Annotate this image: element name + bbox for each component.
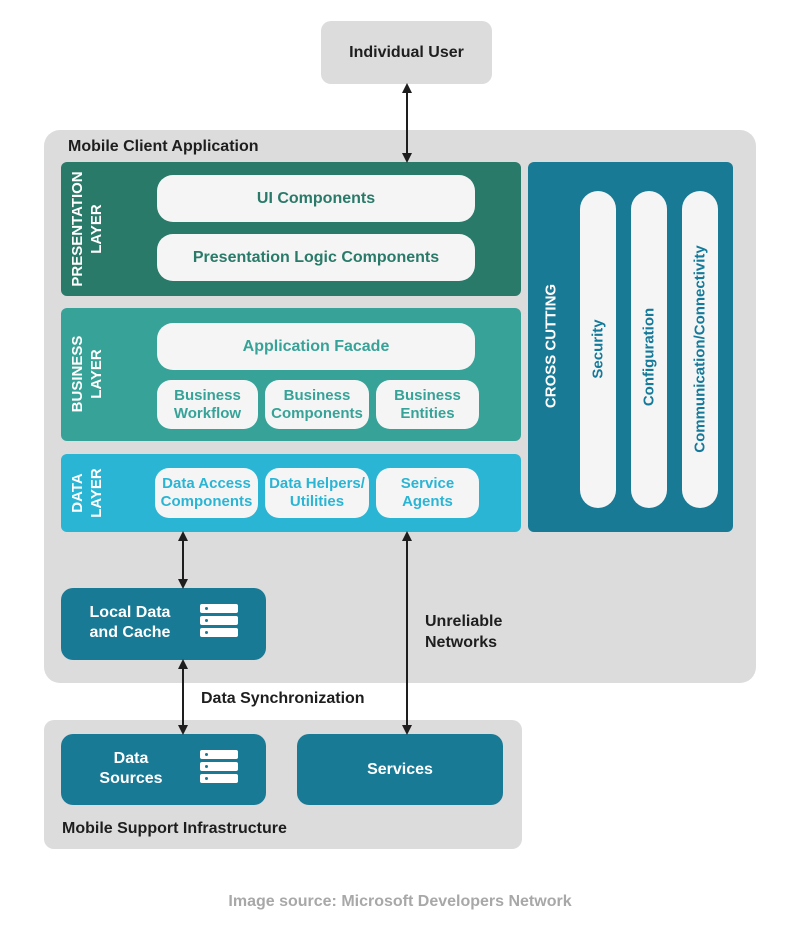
local-data-line2: and Cache bbox=[89, 624, 171, 641]
data-sources-line2: Sources bbox=[99, 770, 163, 787]
service-agents-line1: Service bbox=[400, 475, 455, 492]
application-facade: Application Facade bbox=[157, 323, 475, 370]
data-sync-label: Data Synchronization bbox=[201, 690, 365, 707]
individual-user-label: Individual User bbox=[349, 43, 464, 61]
data-sources-label: Data Sources bbox=[88, 749, 174, 789]
business-components-line2: Components bbox=[271, 404, 363, 422]
local-data-cache-label: Local Data and Cache bbox=[80, 603, 180, 643]
business-workflow-line2: Workflow bbox=[173, 404, 242, 422]
individual-user-box: Individual User bbox=[321, 21, 492, 84]
service-agents-line2: Agents bbox=[402, 493, 453, 510]
business-components-line1: Business bbox=[283, 386, 351, 404]
services-box: Services bbox=[297, 734, 503, 805]
ui-components-label: UI Components bbox=[256, 190, 376, 207]
support-infrastructure-title: Mobile Support Infrastructure bbox=[62, 820, 287, 837]
unreliable-line2: Networks bbox=[425, 634, 498, 651]
application-facade-label: Application Facade bbox=[242, 338, 390, 355]
data-sources-server-icon bbox=[200, 750, 238, 786]
business-entities-line2: Entities bbox=[400, 404, 455, 422]
data-helpers-utilities: Data Helpers/Utilities bbox=[265, 468, 369, 518]
local-data-line1: Local Data bbox=[89, 604, 171, 621]
ui-components: UI Components bbox=[157, 175, 475, 222]
image-source-note: Image source: Microsoft Developers Netwo… bbox=[228, 893, 572, 910]
mobile-client-title: Mobile Client Application bbox=[68, 138, 259, 155]
data-access-line1: Data Access bbox=[162, 475, 251, 492]
unreliable-line1: Unreliable bbox=[425, 613, 503, 630]
security-pill bbox=[580, 191, 616, 508]
unreliable-networks-label: Unreliable Networks bbox=[425, 611, 502, 653]
services-label: Services bbox=[367, 760, 433, 778]
data-access-line2: Components bbox=[160, 493, 253, 510]
data-helpers-line1: Data Helpers/ bbox=[269, 475, 365, 492]
local-server-icon bbox=[200, 604, 238, 640]
presentation-logic-label: Presentation Logic Components bbox=[192, 249, 440, 266]
business-entities-line1: Business bbox=[394, 386, 461, 404]
data-helpers-line2: Utilities bbox=[289, 493, 345, 510]
configuration-pill bbox=[631, 191, 667, 508]
data-sources-line1: Data bbox=[113, 750, 149, 767]
communication-pill bbox=[682, 191, 718, 508]
presentation-logic-components: Presentation Logic Components bbox=[157, 234, 475, 281]
business-workflow-line1: Business bbox=[174, 386, 241, 404]
